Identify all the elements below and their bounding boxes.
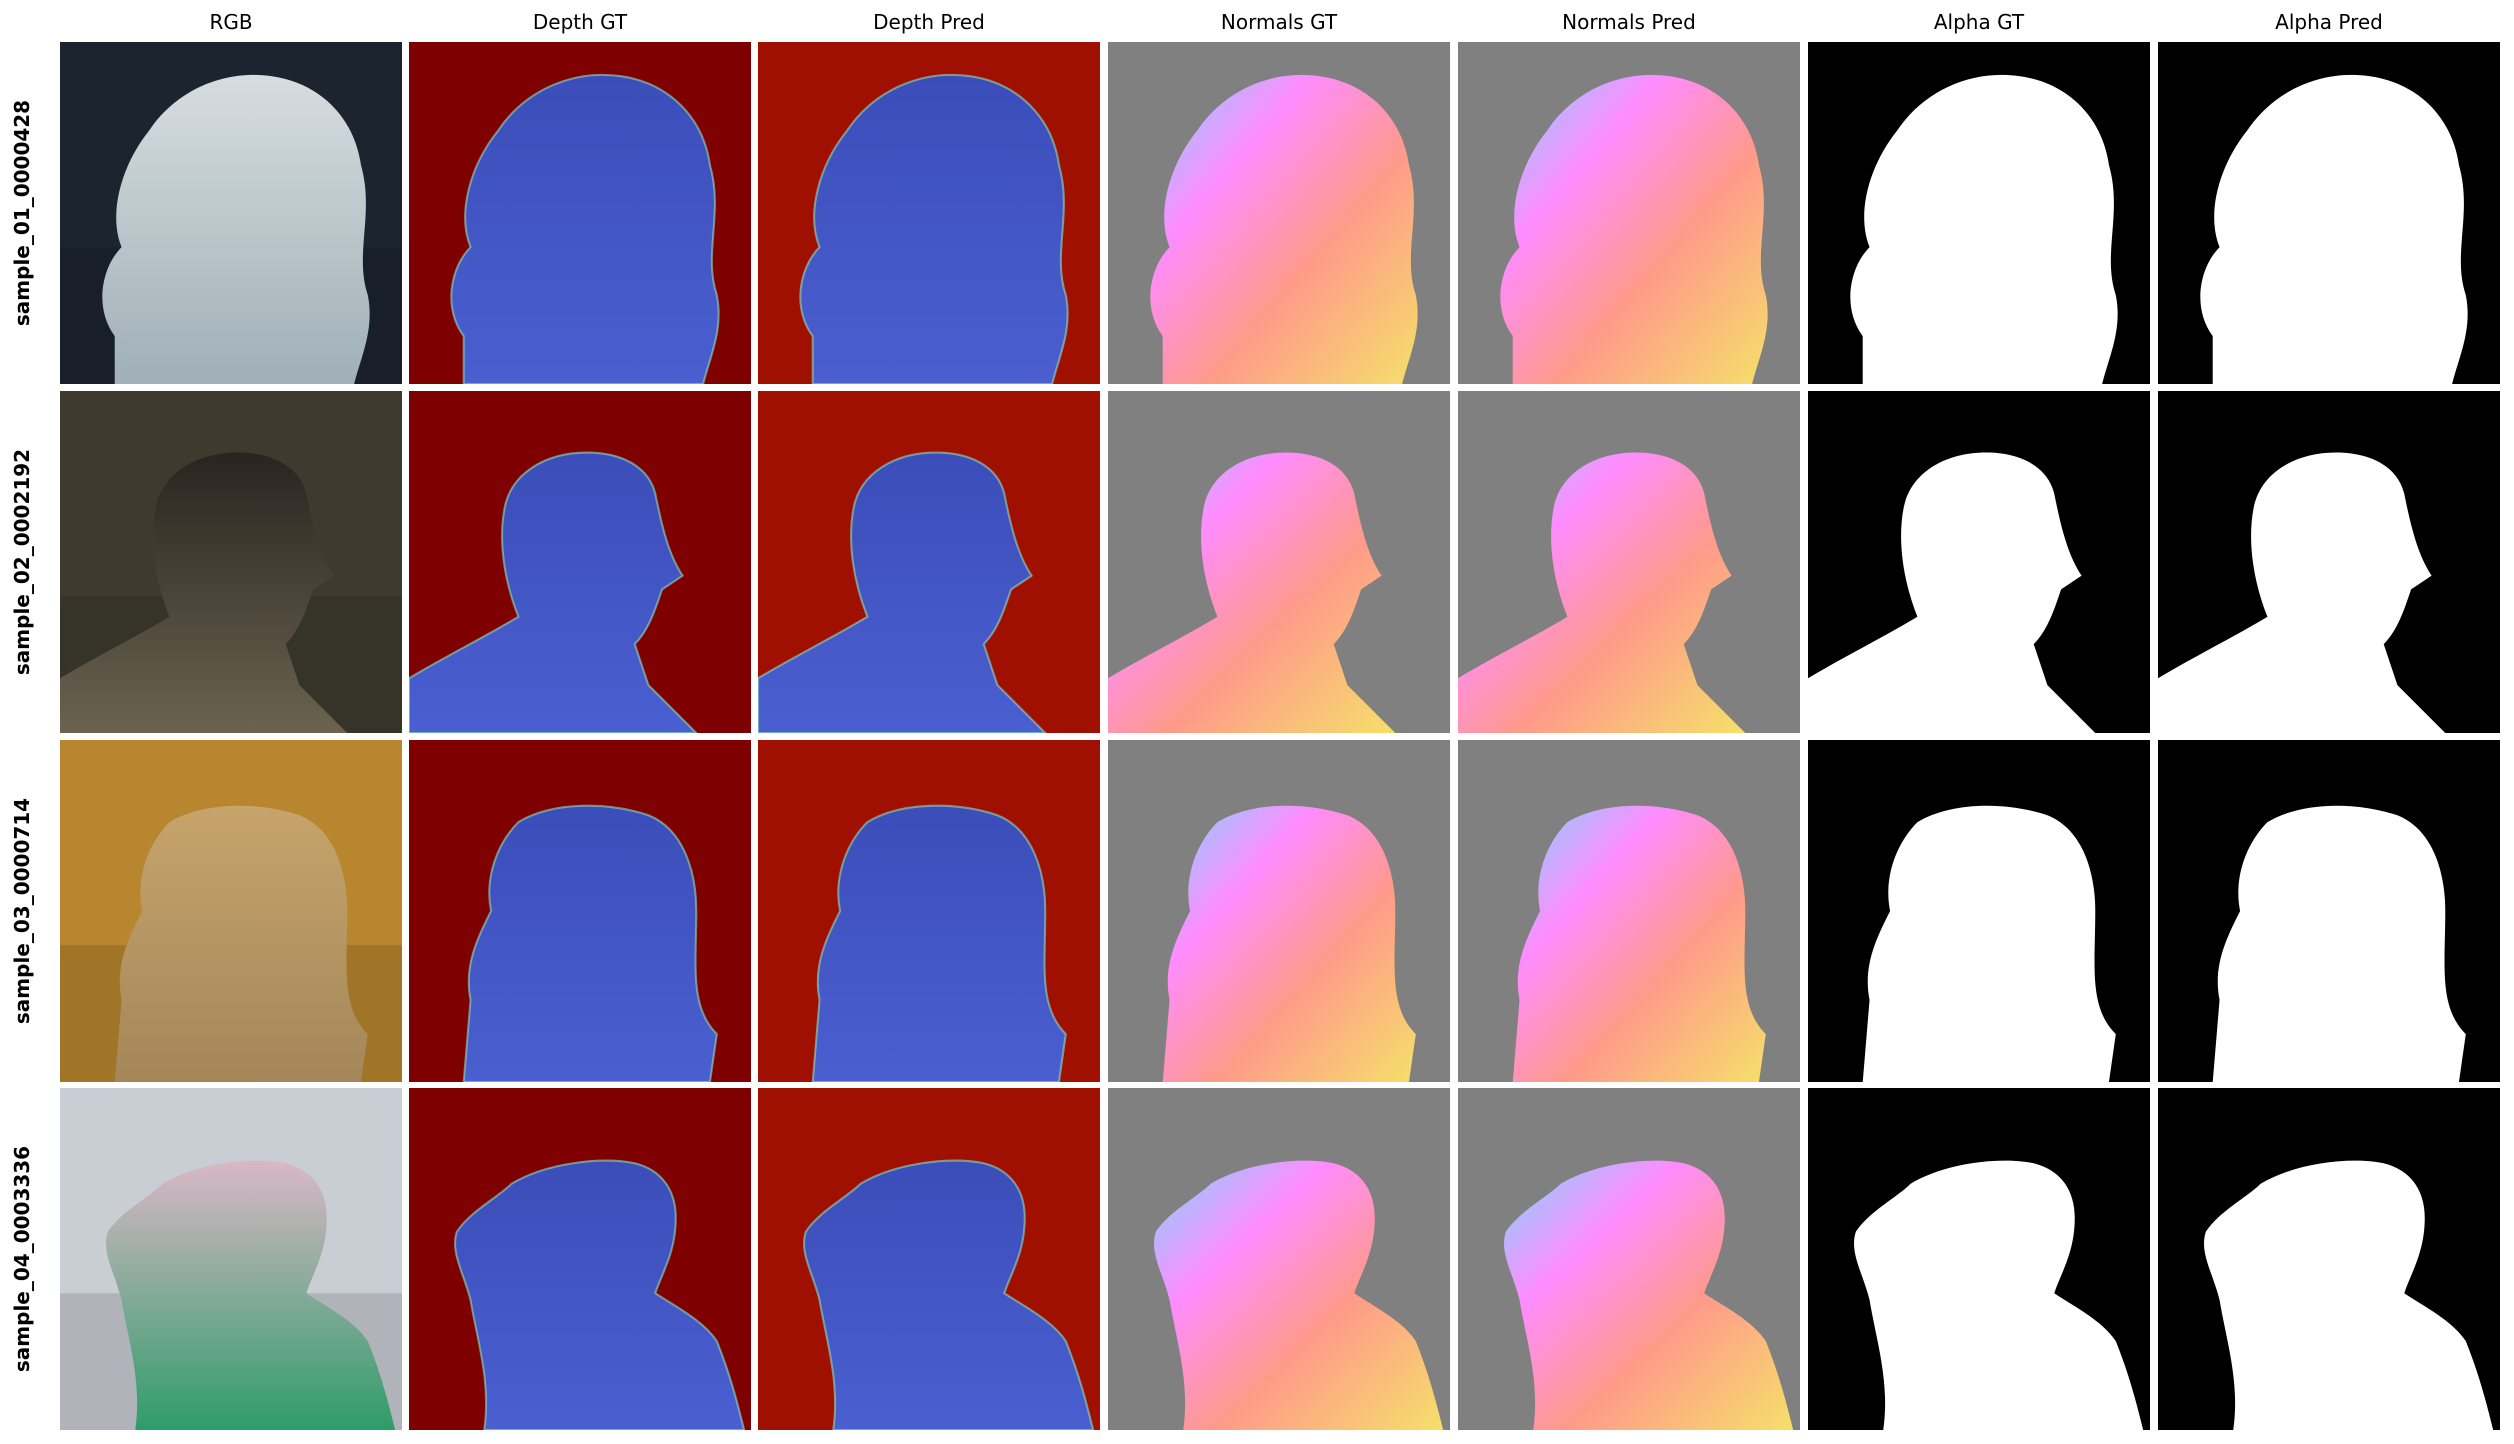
image-tile bbox=[409, 391, 751, 733]
row-label-text: sample_04_0003336 bbox=[10, 1145, 35, 1373]
image-tile bbox=[60, 42, 402, 384]
column-title: Alpha Pred bbox=[2275, 10, 2383, 34]
row-label-text: sample_02_0002192 bbox=[10, 448, 35, 676]
image-tile bbox=[758, 740, 1100, 1082]
image-tile bbox=[1808, 42, 2150, 384]
column-title: Depth GT bbox=[532, 10, 628, 34]
row-label: sample_02_0002192 bbox=[0, 391, 44, 733]
image-tile bbox=[1108, 1088, 1450, 1430]
image-tile bbox=[758, 391, 1100, 733]
image-tile bbox=[1458, 1088, 1800, 1430]
image-tile bbox=[1458, 391, 1800, 733]
column-title: Normals GT bbox=[1220, 10, 1338, 34]
image-tile bbox=[1808, 740, 2150, 1082]
image-tile bbox=[60, 391, 402, 733]
image-tile bbox=[1458, 740, 1800, 1082]
column-title: Depth Pred bbox=[873, 10, 985, 34]
image-tile bbox=[409, 740, 751, 1082]
row-label: sample_03_0000714 bbox=[0, 740, 44, 1082]
row-label: sample_01_0000428 bbox=[0, 42, 44, 384]
image-tile bbox=[409, 42, 751, 384]
image-tile bbox=[1808, 1088, 2150, 1430]
image-tile bbox=[1108, 391, 1450, 733]
image-tile bbox=[758, 42, 1100, 384]
row-label: sample_04_0003336 bbox=[0, 1088, 44, 1430]
image-tile bbox=[1458, 42, 1800, 384]
column-title: Alpha GT bbox=[1933, 10, 2025, 34]
image-tile bbox=[1108, 42, 1450, 384]
image-tile bbox=[2158, 740, 2500, 1082]
image-tile bbox=[758, 1088, 1100, 1430]
image-tile bbox=[409, 1088, 751, 1430]
image-tile bbox=[60, 1088, 402, 1430]
column-title: RGB bbox=[209, 10, 253, 34]
image-tile bbox=[2158, 1088, 2500, 1430]
image-tile bbox=[2158, 391, 2500, 733]
image-tile bbox=[1808, 391, 2150, 733]
image-tile bbox=[1108, 740, 1450, 1082]
image-tile bbox=[2158, 42, 2500, 384]
row-label-text: sample_03_0000714 bbox=[10, 797, 35, 1025]
image-tile bbox=[60, 740, 402, 1082]
row-label-text: sample_01_0000428 bbox=[10, 99, 35, 327]
column-title: Normals Pred bbox=[1562, 10, 1696, 34]
